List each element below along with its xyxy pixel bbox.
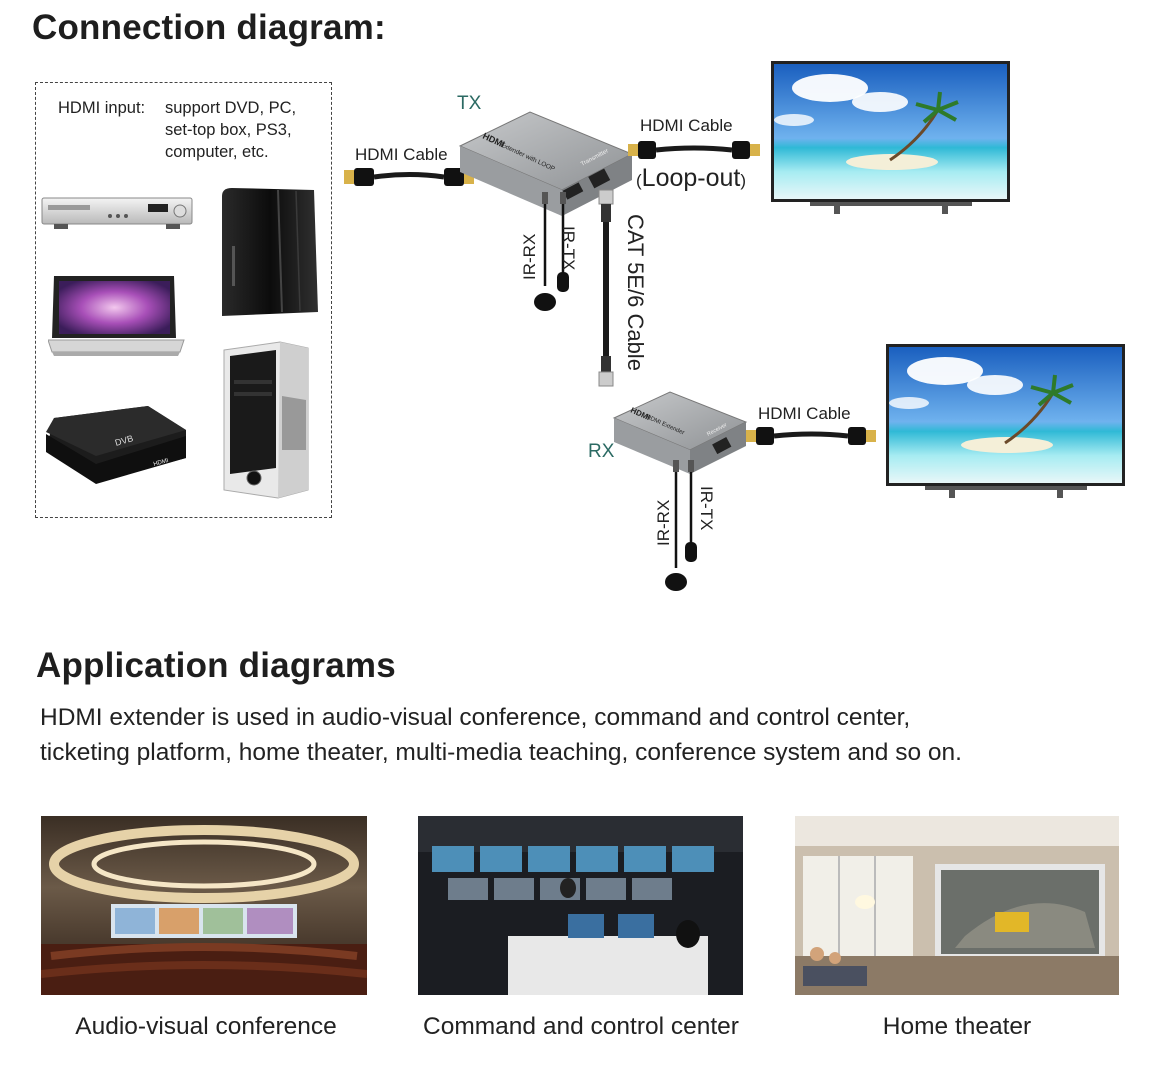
cat-cable-label: CAT 5E/6 Cable — [623, 214, 648, 371]
loop-out-text: Loop-out — [641, 164, 741, 192]
rx-extender-device: HDMI HDMI Extender Receiver — [612, 391, 748, 474]
tv-loop-out — [771, 61, 1010, 214]
stb-hdmi-badge: HDMI — [153, 458, 170, 468]
hdmi-input-desc: support DVD, PC, set-top box, PS3, compu… — [165, 97, 296, 163]
hdmi-cable-loop — [628, 141, 760, 159]
input-sources-box — [35, 82, 332, 518]
rx-label: RX — [588, 441, 615, 462]
photo-command-center — [418, 816, 743, 995]
laptop-image — [48, 276, 185, 356]
set-top-box-image: DVB HDMI — [46, 406, 186, 484]
caption-home-theater: Home theater — [882, 1013, 1032, 1040]
rx-ir-rx-label: IR-RX — [654, 499, 673, 546]
loop-out-paren-close: ) — [740, 171, 747, 190]
application-desc-line: ticketing platform, home theater, multi-… — [40, 739, 962, 766]
ps3-console-image — [222, 188, 318, 316]
hdmi-cable-input — [344, 168, 474, 186]
photo-av-conference — [41, 816, 367, 995]
hdmi-cable-loop-label: HDMI Cable — [640, 116, 733, 135]
cat-cable — [598, 189, 614, 387]
loop-out-paren-open: ( — [636, 171, 642, 190]
tv-rx — [886, 344, 1125, 498]
tx-extender-device: HDMI Extender with LOOP Transmitter — [458, 111, 634, 216]
hdmi-input-desc-line: set-top box, PS3, — [165, 121, 292, 139]
loop-out-label: (Loop-out) — [636, 164, 746, 193]
hdmi-input-desc-line: computer, etc. — [165, 143, 269, 161]
tx-ir-rx-label: IR-RX — [520, 233, 539, 280]
rx-ir-tx-label: IR-TX — [697, 486, 716, 531]
application-title: Application diagrams — [36, 646, 396, 685]
tx-label: TX — [457, 93, 482, 114]
caption-av-conference: Audio-visual conference — [75, 1013, 337, 1040]
dvd-player-image — [41, 197, 193, 229]
hdmi-input-desc-line: support DVD, PC, — [165, 99, 297, 117]
application-desc-line: HDMI extender is used in audio-visual co… — [40, 704, 911, 731]
hdmi-cable-input-label: HDMI Cable — [355, 145, 448, 164]
caption-command-center: Command and control center — [423, 1013, 739, 1040]
pc-tower-image — [223, 341, 309, 499]
tx-ir-tx-label: IR-TX — [559, 226, 578, 271]
connection-title: Connection diagram: — [32, 8, 386, 47]
hdmi-cable-rx — [746, 427, 876, 445]
rx-ir-cables — [665, 460, 697, 591]
application-desc: HDMI extender is used in audio-visual co… — [40, 700, 962, 770]
hdmi-cable-rx-label: HDMI Cable — [758, 404, 851, 423]
hdmi-input-label: HDMI input: — [58, 99, 146, 117]
tx-ir-cables — [534, 192, 569, 311]
stb-brand-text: DVB — [114, 433, 135, 448]
photo-home-theater — [795, 816, 1119, 995]
